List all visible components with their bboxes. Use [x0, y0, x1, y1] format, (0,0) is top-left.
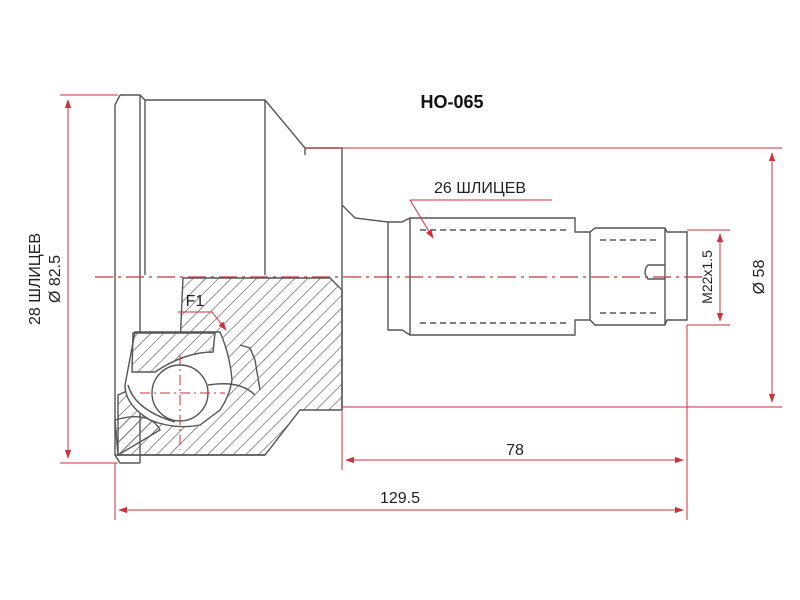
outer-diameter-label: Ø 82.5 [47, 255, 64, 303]
part-outline [114, 94, 688, 464]
part-number: HO-065 [420, 92, 483, 112]
thread-label: M22x1.5 [699, 250, 715, 304]
total-length-label: 129.5 [380, 490, 420, 507]
dimensions [60, 94, 782, 520]
stem-length-label: 78 [506, 442, 524, 459]
inner-splines-label: 26 ШЛИЦЕВ [434, 180, 526, 197]
feature-label: F1 [186, 293, 205, 310]
section-view [114, 277, 343, 457]
shaft-diameter-label: Ø 58 [751, 260, 768, 295]
outer-splines-label: 28 ШЛИЦЕВ [27, 233, 44, 325]
